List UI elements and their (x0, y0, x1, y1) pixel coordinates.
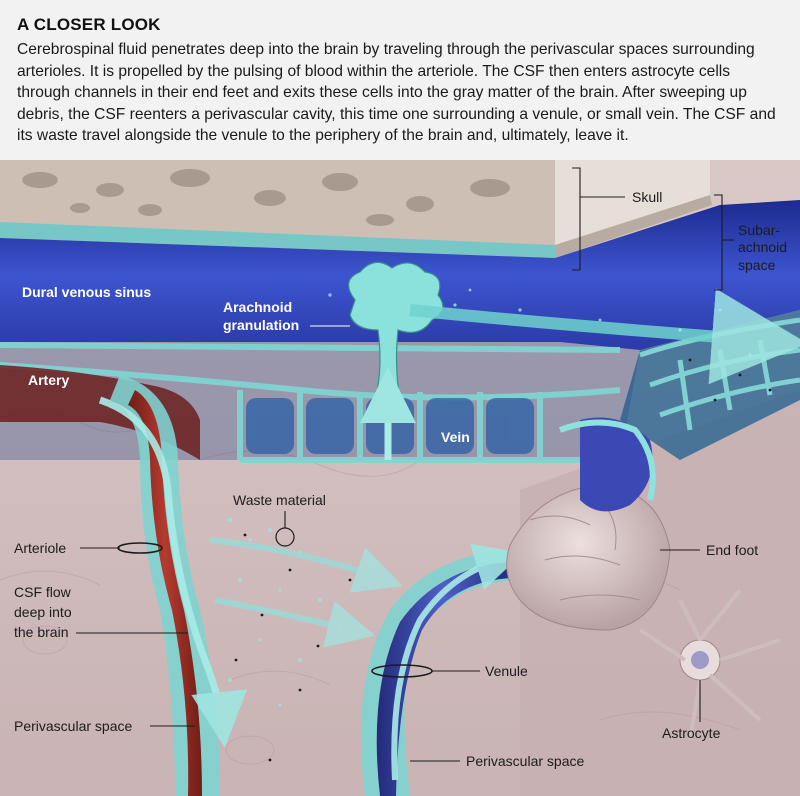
label-subarachnoid-2: achnoid (738, 239, 787, 255)
illustration: Skull Subar- achnoid space Dural venous … (0, 160, 800, 796)
venule-ring-marker (371, 664, 433, 678)
figure-caption: Cerebrospinal fluid penetrates deep into… (17, 41, 776, 144)
label-astrocyte: Astrocyte (662, 725, 721, 741)
label-csf-flow-2: deep into (14, 604, 72, 620)
label-csf-flow-1: CSF flow (14, 584, 72, 600)
arteriole-ring-marker (117, 542, 163, 554)
perivascular-space-venule (360, 550, 515, 796)
label-csf-flow-3: the brain (14, 624, 68, 640)
label-dural-venous-sinus: Dural venous sinus (22, 284, 151, 300)
header-panel: A CLOSER LOOK Cerebrospinal fluid penetr… (0, 0, 800, 160)
dura-layer (0, 222, 555, 258)
label-waste-material: Waste material (233, 492, 326, 508)
skull-edge (555, 195, 712, 258)
label-end-foot: End foot (706, 542, 758, 558)
label-arteriole: Arteriole (14, 540, 66, 556)
label-skull: Skull (632, 189, 662, 205)
venule-flow-arrow (391, 543, 523, 781)
label-vein: Vein (441, 429, 470, 445)
skull-pores (22, 169, 510, 226)
arteriole (128, 390, 202, 796)
label-subarachnoid-3: space (738, 257, 776, 273)
vein-tube (580, 417, 653, 512)
label-perivascular-right: Perivascular space (466, 753, 584, 769)
skull-side (555, 160, 710, 245)
figure-title: A CLOSER LOOK (17, 15, 161, 34)
label-artery: Artery (28, 372, 69, 388)
csf-flow-arrow (98, 396, 248, 748)
label-arachnoid-1: Arachnoid (223, 299, 292, 315)
label-venule: Venule (485, 663, 528, 679)
brain-csf-diagram: Skull Subar- achnoid space Dural venous … (0, 160, 800, 796)
artery (0, 365, 200, 460)
label-perivascular-left: Perivascular space (14, 718, 132, 734)
label-subarachnoid-1: Subar- (738, 222, 780, 238)
sinus-outflow-arrow (409, 288, 800, 385)
label-arachnoid-2: granulation (223, 317, 299, 333)
venule (376, 562, 510, 796)
